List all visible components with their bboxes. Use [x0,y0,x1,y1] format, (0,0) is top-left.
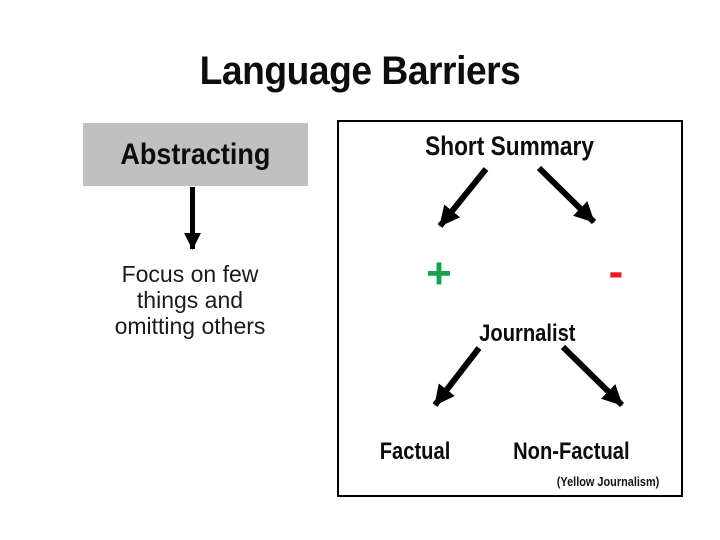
slide-title: Language Barriers [199,49,521,93]
short-summary-row: Short Summary [339,131,681,162]
journalist-row: Journalist [373,320,681,348]
focus-text: Focus on few things and omitting others [114,261,266,339]
minus-sign: - [608,247,624,296]
factual-label: Factual [379,438,451,465]
yellow-journalism-note: (Yellow Journalism) [557,474,660,489]
short-summary-label: Short Summary [425,131,595,161]
non-factual-row: Non-Factual [491,438,651,466]
non-factual-label: Non-Factual [512,438,630,465]
yellow-journalism-row: (Yellow Journalism) [541,474,676,489]
journalist-label: Journalist [478,320,576,347]
abstracting-label: Abstracting [120,137,271,171]
summary-panel: Short Summary + - Journalist Factual Non… [337,120,683,497]
plus-sign: + [426,249,452,298]
abstracting-box: Abstracting [83,123,308,186]
factual-row: Factual [339,438,491,466]
